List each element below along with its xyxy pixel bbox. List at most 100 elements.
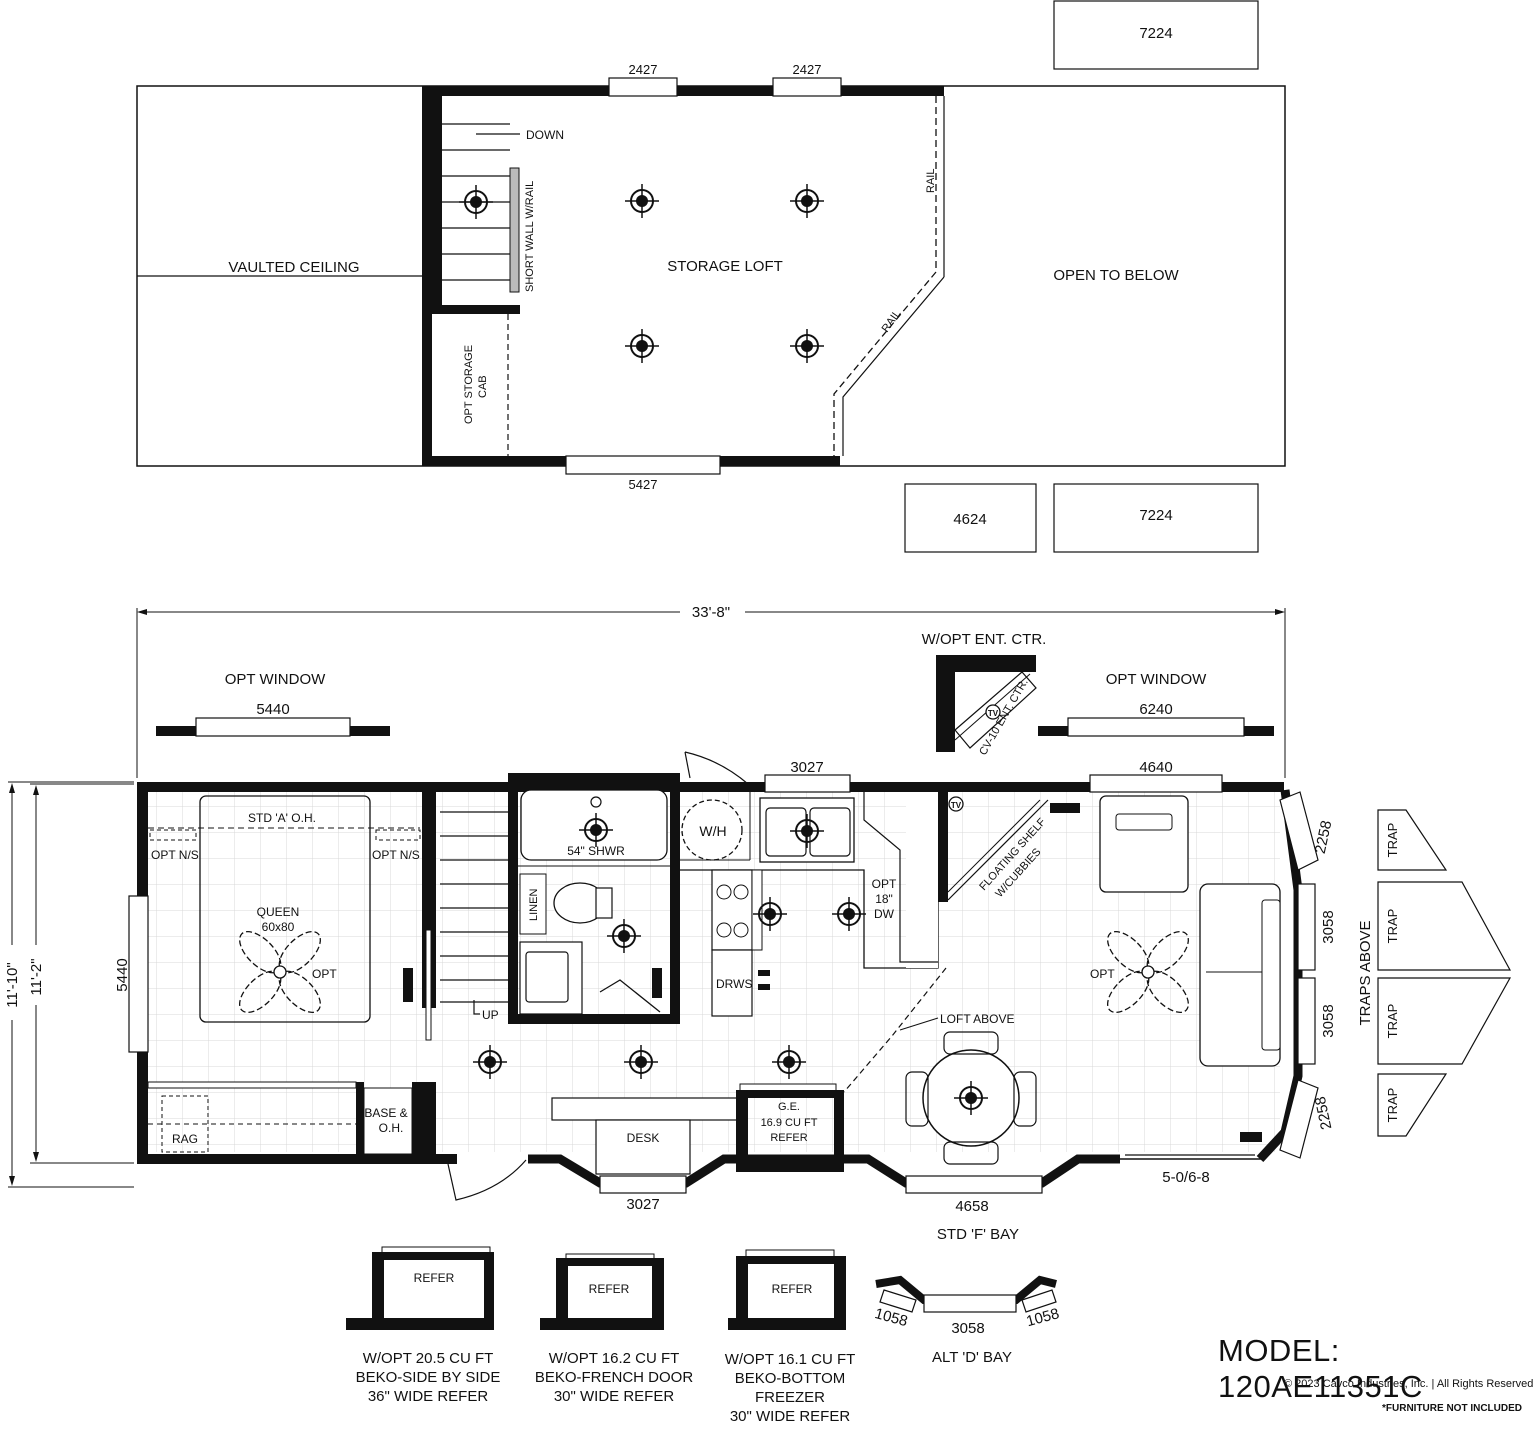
- overhead-label: STD 'A' O.H.: [248, 811, 316, 825]
- desk: [595, 1119, 691, 1175]
- dishwasher-label: 18": [875, 892, 893, 906]
- tv-icon: TV: [988, 709, 999, 718]
- refer-option-text: W/OPT 20.5 CU FT: [363, 1350, 494, 1367]
- window-code: 2258: [1312, 819, 1336, 855]
- refer-option-text: FREEZER: [755, 1389, 825, 1406]
- base-oh-label: O.H.: [379, 1121, 404, 1135]
- ent-ctr-label: W/OPT ENT. CTR.: [922, 631, 1047, 648]
- light-icon: [789, 183, 825, 219]
- trap-label: TRAP: [1385, 909, 1400, 944]
- rag-label: RAG: [172, 1132, 198, 1146]
- width-dimension: 11'-10": [4, 962, 21, 1007]
- loft-rail: [833, 96, 937, 456]
- loft-above-label: LOFT ABOVE: [940, 1012, 1014, 1026]
- window-code: 5427: [629, 477, 658, 492]
- loft-window: [608, 77, 678, 97]
- opt-window-label: OPT WINDOW: [225, 671, 326, 688]
- loft-wall: [422, 86, 944, 466]
- window-code: 3058: [1320, 1004, 1337, 1037]
- bed-label: QUEEN: [257, 905, 300, 919]
- nightstand-label: OPT N/S: [372, 848, 420, 862]
- copyright: © 2023 Cavco Industries, Inc. | All Righ…: [1284, 1378, 1534, 1390]
- living-window: [1089, 774, 1223, 793]
- trap-label: TRAP: [1385, 823, 1400, 858]
- refer-option-text: W/OPT 16.2 CU FT: [549, 1350, 680, 1367]
- alt-d-bay: 1058 3058 1058 ALT 'D' BAY: [873, 1275, 1061, 1366]
- window-code: 5440: [256, 701, 289, 718]
- ent-ctr-wall: [936, 655, 1036, 752]
- nightstand-label: OPT N/S: [151, 848, 199, 862]
- refer-label: REFER: [770, 1132, 807, 1144]
- refer-option-1: REFER W/OPT 20.5 CU FT BEKO-SIDE BY SIDE…: [346, 1246, 501, 1405]
- storage-loft-label: STORAGE LOFT: [667, 258, 783, 275]
- refer-option-text: 30" WIDE REFER: [730, 1408, 851, 1425]
- bath-sink: [525, 951, 569, 1003]
- rail-label: RAIL: [925, 169, 937, 193]
- light-icon: [624, 328, 660, 364]
- queen-bed: [199, 795, 371, 1023]
- window-code: 4658: [955, 1198, 988, 1215]
- window-code: 5440: [114, 958, 131, 991]
- linen-label: LINEN: [528, 889, 540, 921]
- drawers-label: DRWS: [716, 977, 752, 991]
- refer-label: G.E.: [778, 1101, 800, 1113]
- side-window: [128, 895, 149, 1053]
- refrigerator: [736, 1090, 844, 1172]
- loft-stairs: [442, 123, 520, 281]
- fan-option-label: OPT: [312, 967, 337, 981]
- refer-option-2: REFER W/OPT 16.2 CU FT BEKO-FRENCH DOOR …: [535, 1253, 694, 1405]
- water-heater: [681, 799, 743, 861]
- dishwasher-label: OPT: [872, 877, 897, 891]
- window-code: 6240: [1139, 701, 1172, 718]
- open-below-label: OPEN TO BELOW: [1053, 267, 1179, 284]
- down-label: DOWN: [526, 128, 564, 142]
- window-code: 2258: [1312, 1095, 1336, 1131]
- rag-box: [161, 1095, 209, 1153]
- bay-window: [599, 1175, 687, 1194]
- base-oh-label: BASE &: [364, 1106, 407, 1120]
- shower-label: 54" SHWR: [567, 844, 625, 858]
- width-dimension: 11'-2": [28, 958, 45, 995]
- loft-box: [1053, 0, 1259, 70]
- trap-shape: [1377, 809, 1448, 871]
- window-code: 3027: [790, 759, 823, 776]
- bay-label: STD 'F' BAY: [937, 1226, 1019, 1243]
- up-label: UP: [482, 1008, 499, 1022]
- trap-label: TRAP: [1385, 1004, 1400, 1039]
- loft-box: [1053, 483, 1259, 553]
- refer-option-3: REFER W/OPT 16.1 CU FT BEKO-BOTTOM FREEZ…: [725, 1249, 855, 1425]
- door-size-label: 5-0/6-8: [1162, 1169, 1210, 1186]
- light-icon: [624, 183, 660, 219]
- opt-storage-label: CAB: [477, 375, 489, 398]
- box-code: 4624: [953, 511, 986, 528]
- bed-label: 60x80: [262, 920, 295, 934]
- opt-window-right: [1067, 717, 1245, 737]
- trap-shape: [1377, 1073, 1448, 1137]
- loft-plan: 2427 2427 5427 DOWN SHORT WALL W/RAIL VA…: [136, 0, 1286, 553]
- box-code: 7224: [1139, 507, 1172, 524]
- furniture-note: *FURNITURE NOT INCLUDED: [1382, 1403, 1522, 1414]
- window-code: 3058: [951, 1320, 984, 1337]
- dishwasher-label: DW: [874, 907, 895, 921]
- opt-storage-label: OPT STORAGE: [463, 345, 475, 424]
- box-code: 7224: [1139, 25, 1172, 42]
- light-icon: [789, 328, 825, 364]
- vaulted-ceiling-label: VAULTED CEILING: [228, 259, 359, 276]
- tv-icon: TV: [951, 801, 962, 810]
- loft-window: [772, 77, 842, 97]
- trap-shape: [1377, 881, 1512, 971]
- refer-option-text: 30" WIDE REFER: [554, 1388, 675, 1405]
- refer-option-text: BEKO-FRENCH DOOR: [535, 1369, 694, 1386]
- window-code: 4640: [1139, 759, 1172, 776]
- front-window: [1297, 977, 1316, 1065]
- short-wall: [509, 167, 520, 293]
- window-code: 2427: [629, 62, 658, 77]
- fan-option-label: OPT: [1090, 967, 1115, 981]
- opt-window-left: [195, 717, 351, 737]
- loft-box: [904, 483, 1037, 553]
- refer-option-text: BEKO-SIDE BY SIDE: [356, 1369, 501, 1386]
- refer-option-box-label: REFER: [589, 1282, 630, 1296]
- kitchen-sink: [765, 807, 807, 857]
- traps-above-label: TRAPS ABOVE: [1357, 920, 1374, 1025]
- refer-option-box-label: REFER: [414, 1271, 455, 1285]
